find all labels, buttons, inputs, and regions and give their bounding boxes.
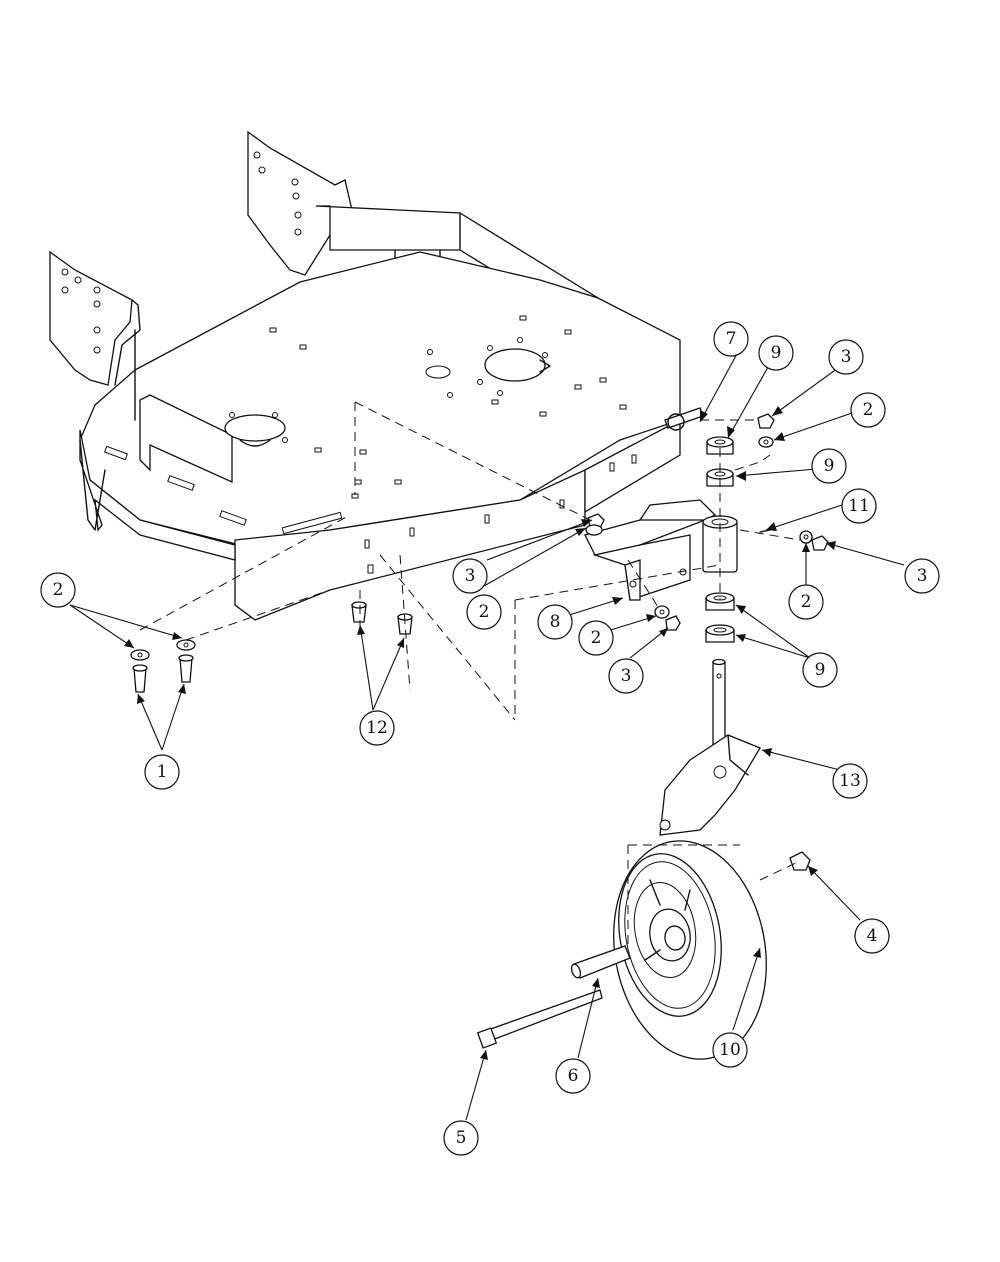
callout-label: 13 bbox=[839, 771, 861, 791]
callout-label: 11 bbox=[848, 496, 870, 516]
callout-label: 3 bbox=[917, 566, 928, 586]
callout-3a: 3 bbox=[452, 558, 488, 594]
hardware bbox=[130, 407, 829, 1049]
assembly-centerlines bbox=[139, 401, 801, 950]
callout-label: 5 bbox=[456, 1128, 467, 1148]
callout-label: 10 bbox=[719, 1040, 741, 1060]
callout-9c: 9 bbox=[802, 652, 838, 688]
callout-label: 2 bbox=[479, 602, 490, 622]
callout-7: 7 bbox=[713, 321, 749, 357]
callout-4: 4 bbox=[854, 918, 890, 954]
callout-label: 3 bbox=[621, 666, 632, 686]
callout-label: 12 bbox=[366, 718, 388, 738]
callout-2b: 2 bbox=[466, 594, 502, 630]
caster-pivot-arm bbox=[584, 499, 738, 601]
callout-2c: 2 bbox=[578, 620, 614, 656]
leader-lines bbox=[69, 351, 905, 1121]
callout-label: 2 bbox=[591, 628, 602, 648]
callout-label: 9 bbox=[771, 343, 782, 363]
callout-2a: 2 bbox=[40, 572, 76, 608]
callout-13: 13 bbox=[832, 763, 868, 799]
mower-deck bbox=[49, 130, 681, 621]
callout-10: 10 bbox=[712, 1032, 748, 1068]
caster-wheel bbox=[613, 840, 767, 1060]
callout-3b: 3 bbox=[608, 658, 644, 694]
callout-label: 9 bbox=[824, 456, 835, 476]
callout-1: 1 bbox=[144, 754, 180, 790]
callout-label: 2 bbox=[801, 592, 812, 612]
callout-label: 9 bbox=[815, 660, 826, 680]
callout-label: 3 bbox=[465, 566, 476, 586]
callout-9a: 9 bbox=[758, 335, 794, 371]
callout-label: 6 bbox=[568, 1066, 579, 1086]
callout-label: 2 bbox=[53, 580, 64, 600]
callout-6: 6 bbox=[555, 1058, 591, 1094]
caster-yoke bbox=[659, 658, 761, 836]
callout-label: 2 bbox=[863, 400, 874, 420]
callout-label: 7 bbox=[726, 329, 737, 349]
callout-12: 12 bbox=[359, 710, 395, 746]
callout-5: 5 bbox=[443, 1120, 479, 1156]
callout-2e: 2 bbox=[850, 392, 886, 428]
callout-label: 1 bbox=[157, 762, 168, 782]
callout-2d: 2 bbox=[788, 584, 824, 620]
callout-8: 8 bbox=[537, 604, 573, 640]
callout-label: 8 bbox=[550, 612, 561, 632]
callout-label: 4 bbox=[867, 926, 878, 946]
callout-3d: 3 bbox=[828, 339, 864, 375]
callout-11: 11 bbox=[841, 488, 877, 524]
callout-9b: 9 bbox=[811, 448, 847, 484]
callout-3c: 3 bbox=[904, 558, 940, 594]
callout-label: 3 bbox=[841, 347, 852, 367]
